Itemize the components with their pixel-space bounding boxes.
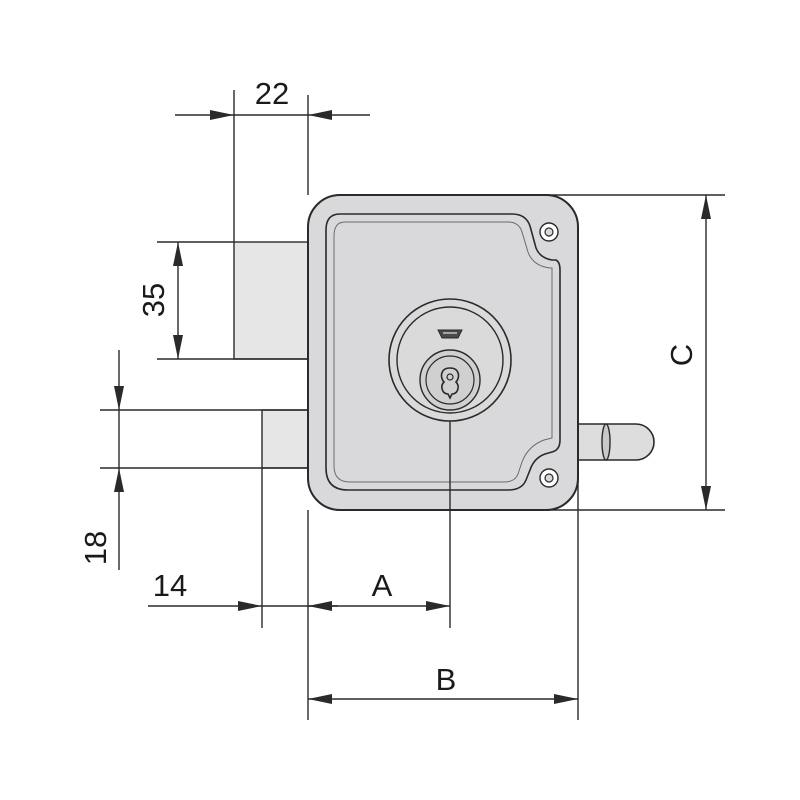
dimension-b-label: B <box>436 662 457 697</box>
dimension-c-label: C <box>664 344 699 366</box>
dimension-a-label: A <box>372 568 393 603</box>
dimension-b: B <box>308 662 578 704</box>
dimension-18-label: 18 <box>78 531 113 565</box>
lower-bolt <box>261 409 309 469</box>
screw-hole-top-right <box>539 222 559 242</box>
keyhole-icon <box>440 367 460 400</box>
faceplate-outline <box>325 213 561 491</box>
dimension-c: C <box>664 195 711 510</box>
dimension-22-label: 22 <box>255 76 289 111</box>
screw-hole-bottom-right <box>539 468 559 488</box>
key-cylinder <box>388 298 512 422</box>
brand-logo-icon <box>437 329 463 339</box>
dimension-14-label: 14 <box>153 568 187 603</box>
upper-bolt <box>233 241 309 360</box>
dimension-14: 14 <box>148 568 338 611</box>
side-latch-cylinder <box>574 423 655 461</box>
dimension-35-label: 35 <box>136 283 171 317</box>
dimension-18: 18 <box>78 350 124 570</box>
dimension-22: 22 <box>175 76 370 120</box>
dimension-a: A <box>308 568 450 611</box>
dimension-35: 35 <box>136 242 183 359</box>
